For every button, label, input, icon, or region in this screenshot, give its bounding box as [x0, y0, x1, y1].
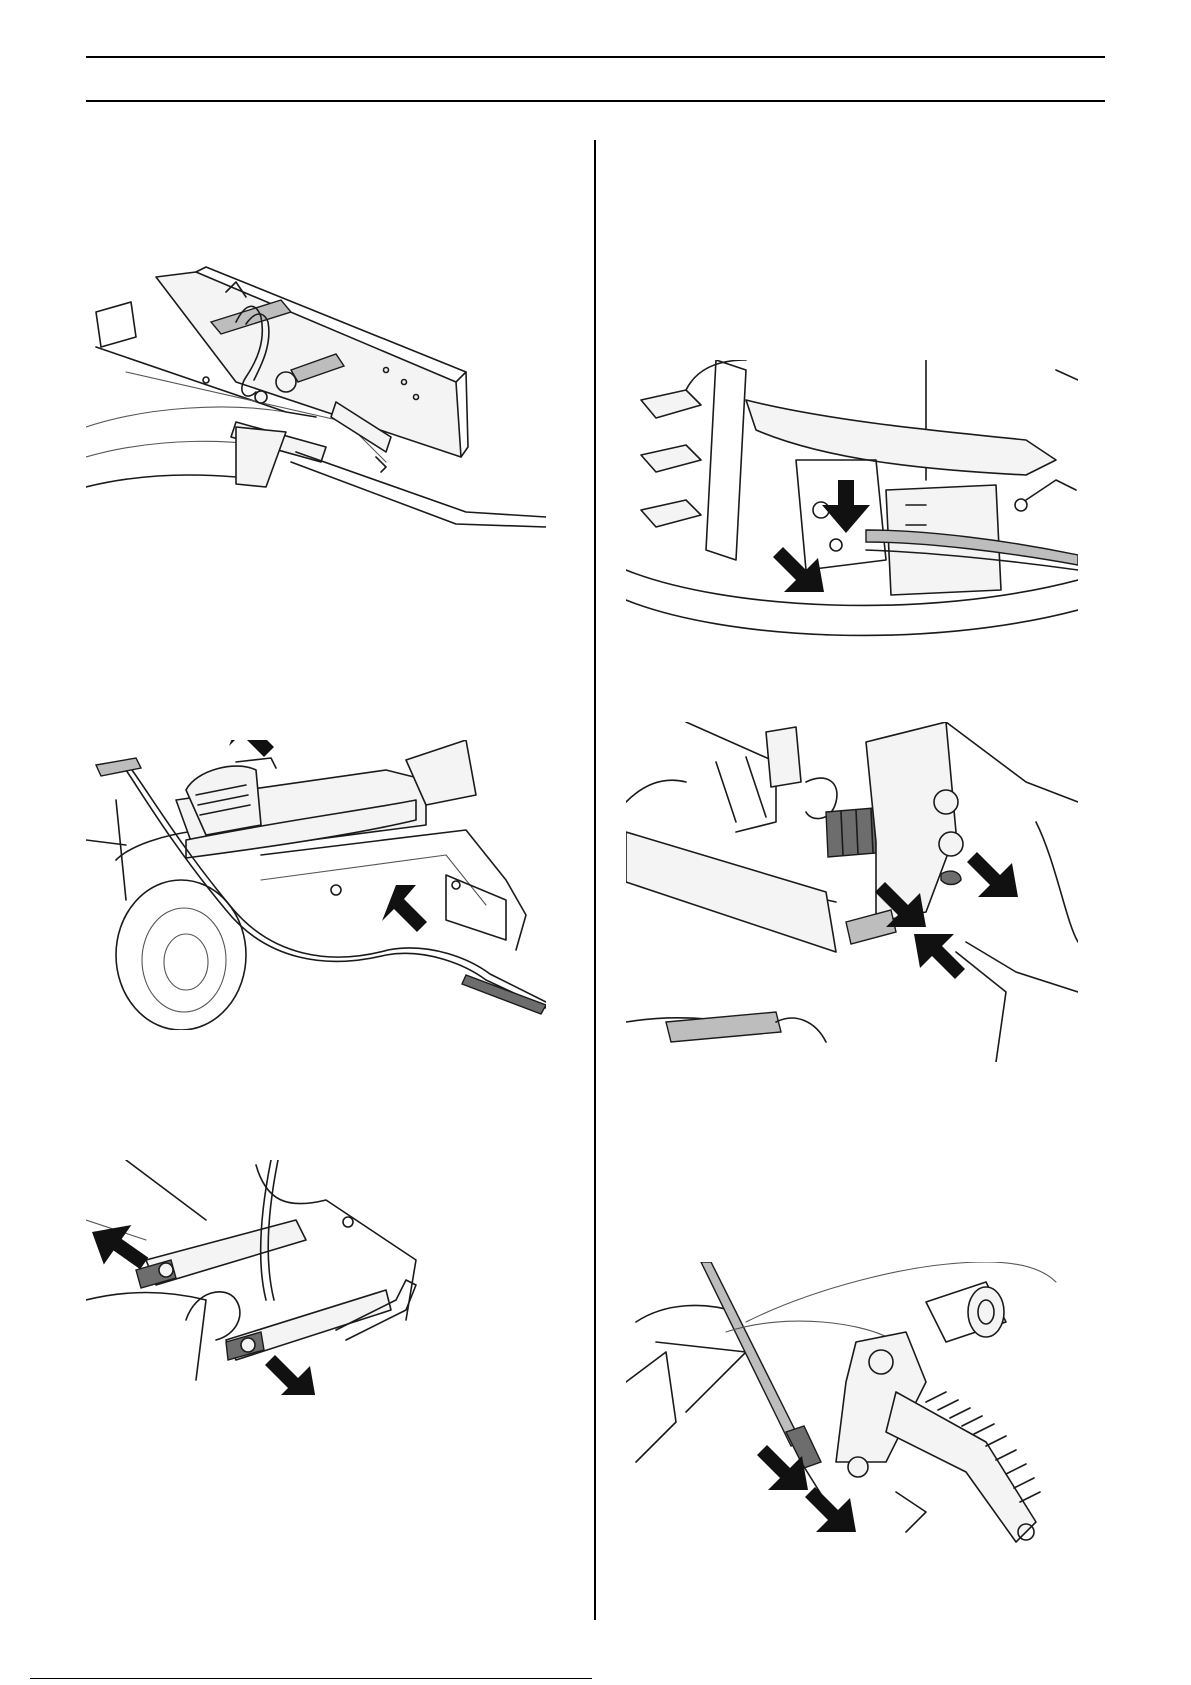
arrow-icon	[822, 480, 870, 533]
figure-engine-cable-mount	[626, 360, 1078, 650]
figure-pedal-pivots	[86, 1160, 436, 1395]
arrow-icon	[382, 885, 427, 932]
column-divider	[594, 140, 596, 1620]
arrow-icon	[967, 852, 1018, 897]
figure-brake-rod-spring	[626, 1262, 1078, 1592]
arrow-icon	[265, 1355, 316, 1395]
figure-cable-routing	[86, 740, 546, 1030]
header-rule-top	[86, 56, 1105, 58]
figure-steering-chain	[86, 262, 546, 552]
figure-bracket-fasteners	[626, 722, 1078, 1062]
arrow-icon	[773, 547, 824, 592]
arrow-icon	[805, 1487, 856, 1532]
footer-rule	[30, 1678, 592, 1679]
arrow-icon	[914, 934, 965, 979]
header-rule-bottom	[86, 100, 1105, 102]
arrow-icon	[229, 740, 274, 757]
